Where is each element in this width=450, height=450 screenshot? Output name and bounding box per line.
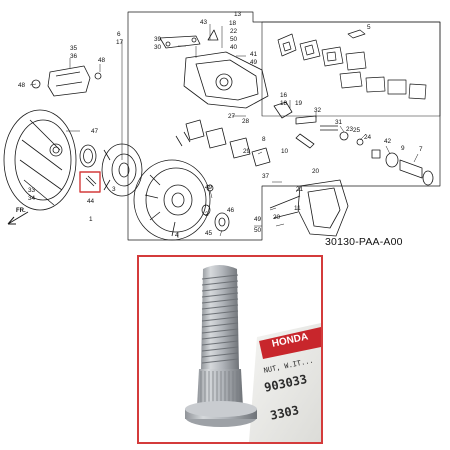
callout: 20	[273, 214, 281, 221]
callout: 36	[70, 53, 78, 60]
callout: 10	[281, 148, 289, 155]
callout: 2	[205, 211, 209, 218]
stud-knurl	[197, 369, 243, 407]
callout: 19	[295, 100, 303, 107]
callout: 44	[87, 198, 95, 205]
callout: 7	[419, 146, 423, 153]
callout: 16	[280, 92, 288, 99]
brake-caliper-illustration	[183, 29, 269, 109]
caliper-bracket-illustration	[269, 179, 349, 237]
callout: 18	[229, 20, 237, 27]
brake-pads-illustration	[277, 29, 427, 100]
callout: 31	[335, 119, 343, 126]
callout: 23	[346, 126, 354, 133]
stud-head	[185, 401, 257, 427]
hub-seal-illustration	[79, 144, 97, 168]
callout: 28	[242, 118, 250, 125]
callout: 22	[230, 28, 238, 35]
stud-thread	[201, 265, 239, 369]
callout: 18	[280, 100, 288, 107]
callout: 30	[154, 44, 162, 51]
leader-lines	[29, 24, 419, 238]
callout: 11	[294, 205, 301, 212]
hub-nut-illustration	[201, 184, 230, 232]
parking-brake-bracket-illustration	[31, 65, 102, 97]
brake-disc-illustration	[133, 159, 211, 241]
parking-lever-illustration	[159, 35, 201, 49]
callout: 50	[230, 36, 238, 43]
callout: 47	[91, 128, 99, 135]
callout: 50	[254, 227, 262, 234]
callout: 3	[112, 186, 116, 193]
callout: 5	[367, 24, 371, 31]
callout: 42	[384, 138, 392, 145]
callout: 37	[262, 173, 270, 180]
callout: 20	[312, 168, 320, 175]
wheel-stud-photo-frame: HONDA NUT, W.IT... 903033 3303	[137, 255, 323, 444]
callout: 13	[234, 11, 242, 18]
callout: 35	[70, 45, 78, 52]
callout: 39	[154, 36, 162, 43]
callout: 40	[230, 44, 238, 51]
mid-pads-illustration	[175, 119, 271, 167]
backing-plate-illustration	[3, 109, 77, 211]
callout: 25	[353, 127, 361, 134]
callout: 24	[364, 134, 372, 141]
callout: 6	[117, 31, 121, 38]
callout: 43	[200, 19, 208, 26]
callout: 41	[250, 51, 258, 58]
callout: 29	[243, 148, 251, 155]
callout: 33	[28, 187, 36, 194]
wheel-stud-highlight-box	[79, 171, 101, 193]
callout: 48	[18, 82, 26, 89]
callout: 27	[228, 113, 236, 120]
caliper-hardware-illustration	[273, 101, 434, 186]
callout: 4	[175, 232, 179, 239]
callout: 17	[116, 39, 124, 46]
diagram-part-code: 30130-PAA-A00	[325, 236, 403, 248]
front-direction-label: FR.	[16, 208, 26, 214]
wheel-stud-mini	[85, 175, 97, 187]
callout: 32	[314, 107, 322, 114]
callout: 21	[296, 186, 304, 193]
callout: 9	[401, 145, 405, 152]
package-label	[249, 323, 321, 442]
callout: 49	[254, 216, 262, 223]
callout: 1	[89, 216, 93, 223]
callout: 49	[205, 184, 213, 191]
callout: 46	[227, 207, 235, 214]
callout: 8	[262, 136, 266, 143]
callout: 45	[205, 230, 213, 237]
pad-inset-outline	[261, 21, 441, 117]
wheel-stud-photo	[185, 265, 321, 442]
front-direction-arrow	[7, 211, 29, 225]
callout: 34	[28, 195, 36, 202]
callout: 49	[250, 59, 258, 66]
callout: 48	[98, 57, 106, 64]
